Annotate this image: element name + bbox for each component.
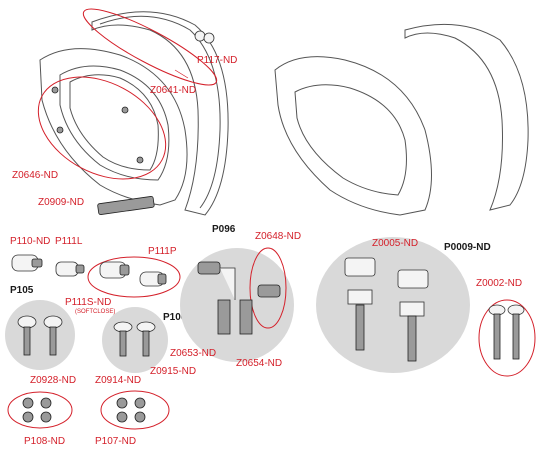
p117-callout: P117-ND — [82, 8, 237, 86]
label-z0641: Z0641-ND — [150, 85, 196, 96]
label-p0009: P0009-ND — [444, 242, 491, 253]
label-p105: P105 — [10, 285, 34, 296]
label-p111l: P111L — [55, 236, 83, 247]
label-z0002: Z0002-ND — [476, 278, 522, 289]
right-seat — [274, 23, 529, 216]
z0641-callout: Z0641-ND — [150, 69, 196, 96]
label-z0005: Z0005-ND — [372, 238, 418, 249]
label-p111s: P111S-ND — [65, 297, 111, 308]
label-p107: P107-ND — [95, 436, 136, 447]
p111p-callout: P111P P111S-ND (SOFTCLOSE) — [65, 246, 181, 315]
p108-callout: P108-ND — [7, 391, 73, 447]
p107-callout: P107-ND — [95, 390, 170, 447]
z0909-callout: Z0909-ND — [38, 196, 155, 215]
label-p117: P117-ND — [197, 55, 237, 66]
cap-icon-b — [203, 32, 215, 44]
label-p111p: P111P — [148, 246, 177, 257]
label-p096: P096 — [212, 224, 236, 235]
p096-group: P096 Z0648-ND Z0653-ND Z0654-ND — [170, 224, 301, 369]
z0646-callout: Z0646-ND — [12, 76, 167, 181]
label-z0928: Z0928-ND — [30, 375, 76, 386]
label-z0654: Z0654-ND — [236, 358, 282, 369]
label-z0915: Z0915-ND — [150, 366, 196, 377]
label-z0646: Z0646-ND — [12, 170, 58, 181]
label-p106: P106 — [163, 312, 187, 323]
label-p108: P108-ND — [24, 436, 65, 447]
damper-icon — [55, 261, 79, 277]
label-z0653: Z0653-ND — [170, 348, 216, 359]
p111l-callout: P111L — [55, 236, 85, 277]
p110-callout: P110-ND — [10, 236, 50, 272]
p106-group: P106 Z0914-ND Z0915-ND — [95, 307, 196, 386]
p105-group: P105 Z0928-ND — [5, 285, 76, 386]
p0009-group: Z0005-ND P0009-ND — [316, 237, 491, 373]
z0002-callout: Z0002-ND — [476, 278, 536, 377]
left-seat-lid — [91, 11, 229, 216]
label-z0914: Z0914-ND — [95, 375, 141, 386]
label-z0648: Z0648-ND — [255, 231, 301, 242]
label-z0909: Z0909-ND — [38, 197, 84, 208]
label-softclose: (SOFTCLOSE) — [75, 309, 115, 315]
cap-icon-a — [194, 30, 206, 42]
label-p110: P110-ND — [10, 236, 50, 247]
